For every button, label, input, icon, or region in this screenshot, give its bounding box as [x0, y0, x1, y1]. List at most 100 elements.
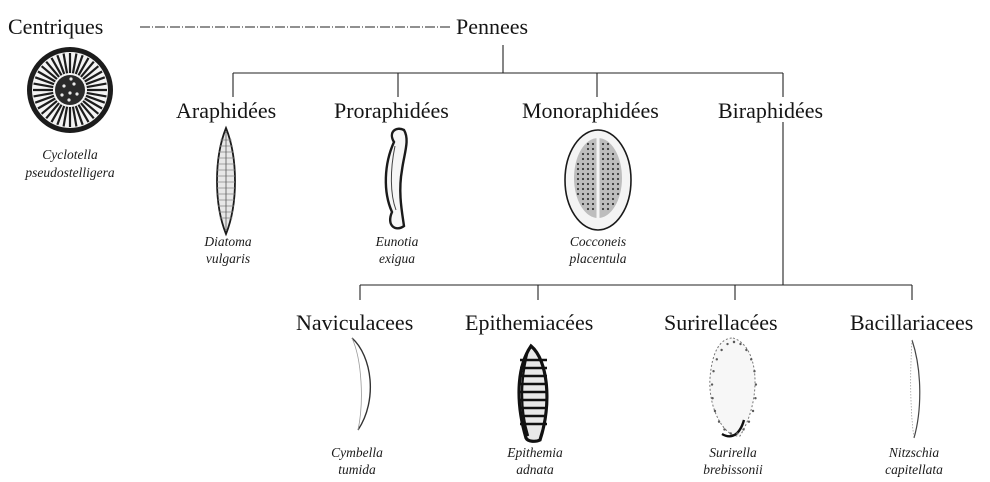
species-surirella-epithet: brebissonii — [703, 462, 763, 477]
cyclotella-pore — [75, 92, 78, 95]
cyclotella-pore — [60, 93, 63, 96]
surirella-rib — [752, 410, 754, 412]
cocconeis-pore — [577, 188, 579, 190]
cocconeis-pore — [587, 163, 589, 165]
cocconeis-pore — [602, 198, 604, 200]
surirella-rib — [712, 370, 714, 372]
label-surirellacees: Surirellacées — [664, 310, 778, 335]
cocconeis-pore — [582, 203, 584, 205]
cocconeis-pore — [587, 203, 589, 205]
label-naviculacees: Naviculacees — [296, 310, 413, 335]
cocconeis-pore — [602, 203, 604, 205]
species-cyclotella-epithet: pseudostelligera — [24, 165, 114, 180]
cocconeis-pore — [587, 188, 589, 190]
cocconeis-pore — [592, 208, 594, 210]
cocconeis-illustration — [565, 130, 631, 230]
cocconeis-pore — [587, 208, 589, 210]
cocconeis-pore — [592, 143, 594, 145]
cocconeis-pore — [607, 153, 609, 155]
cocconeis-pore — [592, 178, 594, 180]
label-pennees: Pennees — [456, 14, 528, 39]
cocconeis-pore — [592, 153, 594, 155]
cocconeis-pore — [602, 183, 604, 185]
label-proraphidees: Proraphidées — [334, 98, 449, 123]
species-cocconeis-epithet: placentula — [569, 251, 627, 266]
surirella-rib — [714, 410, 716, 412]
surirella-rib — [745, 349, 747, 351]
cyclotella-pore — [72, 82, 75, 85]
species-cymbella-genus: Cymbella — [331, 445, 383, 460]
species-cyclotella-genus: Cyclotella — [42, 147, 98, 162]
surirella-rib — [742, 428, 744, 430]
species-diatoma-epithet: vulgaris — [206, 251, 250, 266]
surirella-rib — [711, 397, 713, 399]
cocconeis-pore — [577, 178, 579, 180]
cocconeis-pore — [587, 143, 589, 145]
cocconeis-pore — [587, 148, 589, 150]
label-bacillariacees: Bacillariacees — [850, 310, 973, 335]
eunotia-illustration — [386, 129, 407, 229]
cocconeis-pore — [607, 168, 609, 170]
cocconeis-pore — [607, 188, 609, 190]
cocconeis-pore — [607, 203, 609, 205]
cocconeis-pore — [602, 188, 604, 190]
species-eunotia-genus: Eunotia — [375, 234, 419, 249]
cocconeis-pore — [582, 163, 584, 165]
cocconeis-pore — [587, 158, 589, 160]
cocconeis-pore — [612, 153, 614, 155]
nitzschia-illustration — [911, 340, 920, 438]
cocconeis-pore — [602, 168, 604, 170]
cocconeis-pore — [612, 198, 614, 200]
cocconeis-pore — [617, 173, 619, 175]
cocconeis-pore — [582, 198, 584, 200]
tree-connectors — [140, 27, 912, 300]
cocconeis-pore — [582, 178, 584, 180]
surirella-rib — [736, 432, 738, 434]
cocconeis-pore — [612, 188, 614, 190]
species-nitzschia-genus: Nitzschia — [888, 445, 940, 460]
cocconeis-pore — [617, 193, 619, 195]
cocconeis-pore — [587, 153, 589, 155]
cocconeis-pore — [612, 203, 614, 205]
cocconeis-pore — [592, 188, 594, 190]
species-eunotia-epithet: exigua — [379, 251, 415, 266]
cocconeis-pore — [592, 168, 594, 170]
species-diatoma-genus: Diatoma — [203, 234, 252, 249]
cocconeis-pore — [612, 163, 614, 165]
cocconeis-pore — [607, 163, 609, 165]
cocconeis-pore — [612, 173, 614, 175]
cocconeis-pore — [612, 168, 614, 170]
surirella-rib — [711, 383, 713, 385]
species-nitzschia-epithet: capitellata — [885, 462, 943, 477]
cocconeis-pore — [607, 193, 609, 195]
cocconeis-pore — [602, 153, 604, 155]
cocconeis-pore — [607, 173, 609, 175]
cyclotella-pore — [68, 91, 71, 94]
cocconeis-pore — [582, 168, 584, 170]
cyclotella-illustration — [27, 47, 113, 133]
epithemia-illustration — [519, 346, 547, 441]
cocconeis-pore — [587, 168, 589, 170]
cocconeis-pore — [607, 198, 609, 200]
cocconeis-pore — [612, 178, 614, 180]
cocconeis-pore — [587, 183, 589, 185]
diatoma-illustration — [217, 128, 235, 234]
surirella-rib — [755, 383, 757, 385]
cyclotella-pore — [62, 84, 65, 87]
cocconeis-pore — [592, 183, 594, 185]
species-cymbella-epithet: tumida — [338, 462, 376, 477]
cocconeis-pore — [607, 183, 609, 185]
surirella-rib — [748, 421, 750, 423]
label-araphidees: Araphidées — [176, 98, 276, 123]
cocconeis-pore — [592, 148, 594, 150]
cocconeis-pore — [582, 183, 584, 185]
surirella-rib — [739, 343, 741, 345]
cocconeis-pore — [592, 163, 594, 165]
cocconeis-pore — [587, 178, 589, 180]
cocconeis-pore — [617, 188, 619, 190]
cocconeis-pore — [577, 193, 579, 195]
cocconeis-pore — [602, 178, 604, 180]
cocconeis-pore — [602, 163, 604, 165]
surirella-rib — [720, 349, 722, 351]
